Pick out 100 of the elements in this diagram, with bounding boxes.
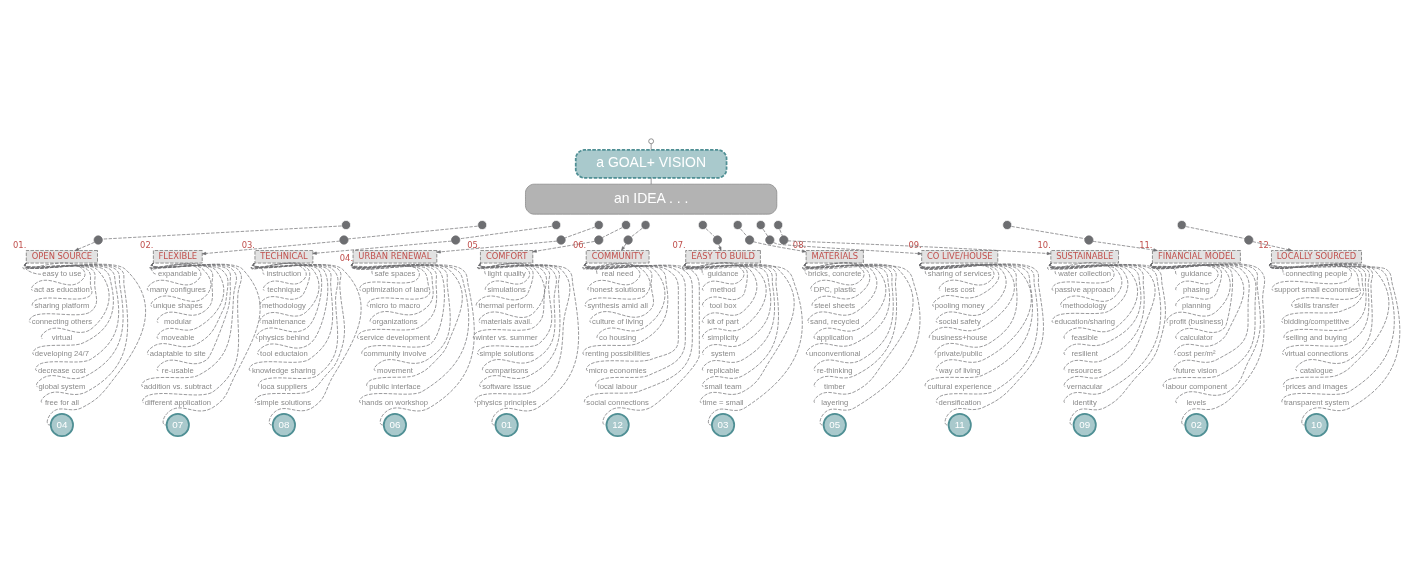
node-text: support small economies [1274,284,1359,294]
node-box: CO LIVE/HOUSE [921,249,999,263]
node-circle [732,219,743,230]
node-text: tool eductaion [260,348,308,358]
node-text: winter vs. summer [475,332,538,342]
node-text: kit of part [707,316,739,326]
node-text: less cost [944,284,975,294]
connector [740,228,748,237]
node-text: connecting others [31,316,93,326]
node-text: global system [38,381,86,391]
node-text: materials avail. [481,316,533,326]
connector [152,262,225,339]
node-circle [1002,219,1013,230]
node-circle [594,235,604,245]
connector [253,262,322,339]
node-text: vernacular [1066,381,1103,391]
node-text: prices and images [1285,381,1348,391]
connector [479,262,579,425]
connector [804,262,914,403]
connector [919,262,995,291]
connector [252,262,345,403]
connector [1150,262,1233,339]
node-box: an IDEA . . . [525,183,778,215]
node-circle [593,219,604,230]
connector [351,262,374,275]
node-label: 01. [13,239,27,250]
connector [350,262,470,403]
node-text: service development [359,332,431,342]
connector [1049,262,1145,371]
node-text: easy to use [42,268,82,278]
node-text: knowledge sharing [251,365,316,375]
arrow [202,240,341,255]
node-box: URBAN RENEWAL [352,249,438,263]
node-box: COMFORT [480,249,534,263]
connector [351,262,437,339]
connector [684,262,779,387]
connector [251,262,307,291]
connector [1269,262,1367,339]
node-text: passive approach [1054,284,1115,294]
connector [630,227,643,237]
node-text: guidance [1180,268,1212,278]
connector [347,225,478,239]
arrow [773,241,922,255]
connector [1049,262,1156,387]
node-circle: 06 [382,412,407,437]
connector [142,262,242,403]
node-text: identity [1072,397,1097,407]
connector [804,262,887,339]
node-text: social connections [586,397,649,407]
connector [582,262,651,307]
connector [24,262,146,425]
node-text: tool box [709,300,737,310]
connector [141,262,237,387]
connector [351,262,431,307]
connector [1151,262,1219,291]
connector [251,262,311,307]
node-label: 12. [1258,239,1272,250]
connector [252,262,339,387]
node-circle: 10 [1304,412,1329,437]
node-circle: 03 [711,412,736,437]
connector [1049,262,1166,425]
connector [102,225,342,239]
node-text: simplicity [707,332,739,342]
node-circle [1244,235,1254,245]
node-text: technique [267,284,301,294]
node-text: light quality [487,268,526,278]
connector [24,262,97,323]
connector [1011,225,1086,239]
node-text: community involve [363,348,427,358]
connector [919,262,1000,307]
connector [22,262,86,291]
node-text: re-usable [161,365,194,375]
node-circle [477,219,488,230]
node-text: skills transfer [1294,300,1339,310]
connector [1150,262,1245,355]
connector [584,262,654,323]
node-text: honest solutions [589,284,646,294]
connector [351,262,434,323]
node-box: COMMUNITY [585,249,650,263]
node-circle: 01 [494,412,519,437]
connector [1269,262,1390,387]
connector [684,262,795,403]
node-text: physics principles [476,397,537,407]
node-circle [773,219,784,230]
connector [475,262,534,307]
connector [919,262,1007,323]
connector [1150,262,1231,323]
node-circle [556,235,566,245]
connector [477,262,545,323]
node-circle [640,219,651,230]
connector [919,262,1015,339]
node-circle: 04 [49,412,74,437]
node-text: social safety [938,316,981,326]
arrow [74,241,95,251]
connector [477,262,531,291]
connector [682,261,748,307]
node-text: private/public [937,348,983,358]
node-text: safe spaces [374,268,416,278]
node-text: simple solutions [479,348,534,358]
node-circle: 12 [605,412,630,437]
